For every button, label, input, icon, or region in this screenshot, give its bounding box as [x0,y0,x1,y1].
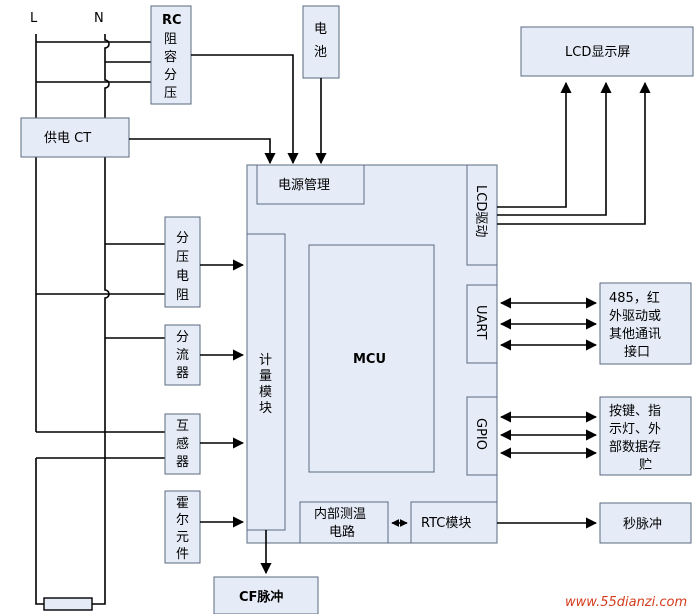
comm-interface-block: 485，红 外驱动或 其他通讯 接口 [599,282,692,365]
metering-label-2: 模 [259,385,272,400]
line-load-resistor [43,597,93,611]
shunt-block: 分 流 器 [164,324,201,386]
battery-label-0: 电 [314,22,327,37]
power-management-label: 电源管理 [278,178,330,193]
metering-label-0: 计 [259,353,272,368]
temp-sensor-label-1: 电路 [329,524,355,540]
shunt-label-0: 分 [176,330,189,345]
rc-label-3: 分 [164,68,177,83]
cf-pulse-block: CF脉冲 [213,576,319,614]
line-L-label: L [30,11,38,26]
battery-block: 电 池 [302,5,340,79]
cf-pulse-label: CF脉冲 [239,589,283,605]
uart-label: UART [473,305,488,339]
comm-label-0: 485，红 [609,290,660,306]
line-N-label: N [94,11,104,26]
transformer-label-1: 感 [176,436,189,452]
transformer-label-0: 互 [176,419,189,434]
ct-supply-block: 供电 CT [20,117,130,158]
watermark: www.55dianzi.com [565,595,687,610]
lcd-screen-label: LCD显示屏 [565,45,630,60]
hall-label-1: 尔 [176,513,189,528]
io-label-3: 贮 [639,458,652,473]
temp-sensor-block: 内部测温 电路 [299,501,389,544]
divider-label-0: 分 [176,231,189,246]
transformer-label-2: 器 [176,455,189,470]
metering-label-3: 块 [259,401,272,416]
shunt-label-1: 流 [176,348,189,363]
temp-sensor-label-0: 内部测温 [314,506,366,522]
gpio-block: GPIO [466,396,498,476]
io-label-1: 示灯、外 [609,422,661,437]
hall-sensor-block: 霍 尔 元 件 [164,490,201,564]
hall-label-2: 元 [176,530,189,545]
second-pulse-block: 秒脉冲 [599,502,692,544]
mains-wires [35,34,165,605]
io-label-2: 部数据存 [609,440,661,455]
comm-label-3: 接口 [624,344,650,360]
rtc-block: RTC模块 [410,501,498,544]
lcd-driver-block: LCD驱动 [466,164,498,266]
divider-resistor-block: 分 压 电 阻 [164,216,201,308]
rc-label-4: 压 [164,86,177,101]
gpio-label: GPIO [473,418,488,450]
comm-label-1: 外驱动或 [609,309,661,324]
comm-label-2: 其他通讯 [609,327,661,342]
rc-label-2: 容 [164,49,177,65]
transformer-block: 互 感 器 [164,413,201,475]
ct-supply-label: 供电 CT [44,131,91,146]
divider-label-3: 阻 [176,288,189,303]
battery-label-1: 池 [314,45,327,60]
second-pulse-label: 秒脉冲 [623,517,662,532]
io-label-0: 按键、指 [609,404,661,419]
mcu-block: MCU [308,244,435,473]
divider-label-1: 压 [176,250,189,265]
hall-label-0: 霍 [176,496,189,511]
mcu-label: MCU [353,352,386,367]
metering-label-1: 量 [259,369,272,384]
uart-block: UART [466,284,498,364]
lcd-screen-block: LCD显示屏 [520,26,694,77]
hall-label-3: 件 [176,547,189,562]
divider-label-2: 电 [176,269,189,284]
io-devices-block: 按键、指 示灯、外 部数据存 贮 [599,396,692,476]
shunt-label-2: 器 [176,366,189,381]
rtc-label: RTC模块 [421,516,471,531]
rc-label-1: 阻 [164,32,177,47]
power-management-block: 电源管理 [256,164,365,205]
rc-divider-block: RC 阻 容 分 压 [150,5,192,105]
metering-module-block: 计 量 模 块 [246,233,286,531]
lcd-driver-label: LCD驱动 [473,185,488,237]
rc-label-0: RC [162,13,182,28]
